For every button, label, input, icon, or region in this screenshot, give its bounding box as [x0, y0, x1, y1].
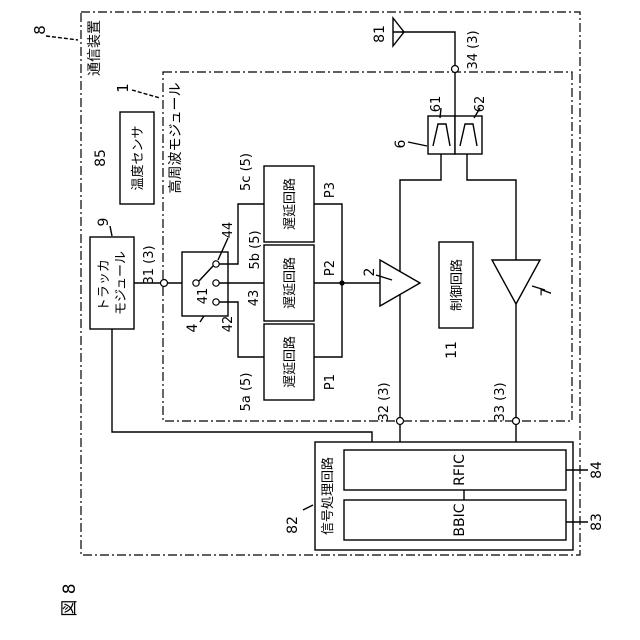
- wire-txamp-filter61: [400, 154, 441, 272]
- terminal-32-label: 32 (3): [377, 382, 392, 421]
- filter-ref-leader: [408, 142, 427, 146]
- switch-ref-label: 4: [185, 323, 201, 332]
- bbic-ref-label: 83: [589, 513, 605, 531]
- signal-processing-ref-leader: [303, 505, 313, 510]
- terminal-32: [397, 418, 404, 425]
- temp-sensor-label: 温度センサ: [130, 125, 146, 190]
- t42-label: 42: [221, 316, 236, 333]
- switch-terminal-41: [193, 280, 199, 286]
- figure-label: 図 8: [60, 583, 80, 616]
- terminal-33: [513, 418, 520, 425]
- wire-delay-a-p1: [314, 283, 342, 357]
- t41-label: 41: [196, 288, 211, 305]
- signal-processing-label: 信号処理回路: [320, 457, 336, 535]
- antenna-ref-label: 81: [372, 25, 388, 43]
- wire-filter62-rxamp: [467, 154, 516, 260]
- temp-sensor-ref-label: 85: [93, 149, 109, 167]
- tracker-line-1: トラッカ: [97, 259, 112, 311]
- antenna-icon: [393, 18, 404, 46]
- t44-label: 44: [221, 222, 236, 239]
- rfic-ref-label: 84: [589, 461, 605, 479]
- t43-label: 43: [247, 290, 262, 307]
- f61-label: 61: [429, 96, 444, 113]
- junction-p2: [339, 280, 344, 285]
- terminal-34: [452, 66, 459, 73]
- hf-module-ref-leader: [132, 90, 160, 98]
- delay-5b-ref: 5b (5): [248, 230, 263, 269]
- tracker-ref-label: 9: [96, 218, 112, 227]
- switch-terminal-43: [213, 280, 219, 286]
- delay-5a-ref: 5a (5): [239, 373, 254, 412]
- p3-label: P3: [323, 182, 338, 198]
- rx-amplifier: [492, 260, 540, 304]
- signal-processing-ref-label: 82: [285, 516, 301, 534]
- delay-5c-text: 遅延回路: [282, 178, 298, 230]
- switch-terminal-42: [213, 299, 219, 305]
- tracker-line-2: モジュール: [114, 251, 129, 315]
- switch-terminal-44: [213, 261, 219, 267]
- f61-leader: [440, 108, 441, 118]
- filter-ref-label: 6: [393, 139, 409, 148]
- rfic-label: RFIC: [452, 454, 468, 486]
- switch-box: [182, 252, 228, 316]
- p1-label: P1: [323, 374, 338, 390]
- comm-device-ref-leader: [46, 36, 78, 40]
- terminal-34-label: 34 (3): [466, 30, 481, 69]
- hf-module-ref-label: 1: [114, 83, 132, 93]
- wire-34-antenna: [404, 32, 455, 66]
- tx-amp-ref-label: 2: [362, 268, 378, 277]
- filter-61: [428, 116, 455, 154]
- delay-5a-text: 遅延回路: [282, 336, 298, 388]
- comm-device-ref-label: 8: [31, 25, 49, 35]
- f62-label: 62: [473, 96, 488, 113]
- hf-module-label: 高周波モジュール: [167, 82, 184, 193]
- comm-device-label: 通信装置: [87, 20, 103, 76]
- filter-62: [455, 116, 482, 154]
- delay-5b-text: 遅延回路: [282, 257, 298, 309]
- terminal-31: [161, 280, 168, 287]
- terminal-33-label: 33 (3): [493, 382, 508, 421]
- tracker-ref-leader: [110, 226, 112, 236]
- bbic-label: BBIC: [452, 503, 468, 536]
- delay-5c-ref: 5c (5): [239, 153, 254, 191]
- terminal-31-label: 31 (3): [142, 245, 157, 284]
- control-ref-label: 11: [444, 341, 460, 359]
- p2-label: P2: [323, 260, 338, 276]
- switch-ref-leader: [200, 316, 204, 322]
- control-circuit-label: 制御回路: [449, 259, 465, 311]
